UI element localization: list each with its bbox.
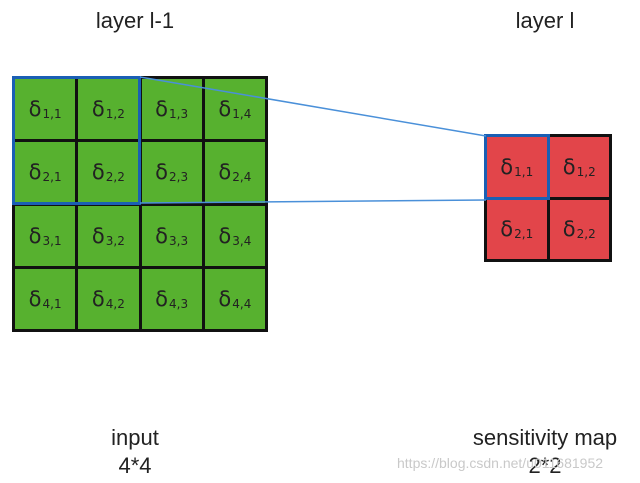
- cell-index: 2,1: [514, 227, 534, 242]
- delta-symbol: δ: [218, 97, 232, 122]
- cell-index: 4,4: [232, 296, 252, 311]
- connector-bottom-line: [139, 199, 487, 204]
- delta-symbol: δ: [500, 154, 514, 179]
- delta-symbol: δ: [155, 223, 168, 248]
- input-caption: input 4*4: [60, 424, 210, 480]
- delta-symbol: δ: [28, 160, 42, 185]
- delta-symbol: δ: [91, 160, 105, 185]
- cell-index: 4,1: [42, 296, 62, 311]
- cell-index: 3,3: [169, 233, 189, 248]
- cell-index: 3,1: [42, 233, 62, 248]
- cell-index: 1,2: [105, 107, 125, 122]
- cell-index: 2,1: [42, 170, 62, 185]
- cell-index: 2,3: [169, 170, 189, 185]
- left-layer-title: layer l-1: [95, 8, 175, 33]
- delta-symbol: δ: [500, 217, 514, 242]
- cell-index: 2,2: [576, 227, 596, 242]
- delta-symbol: δ: [218, 160, 232, 185]
- cell-index: 4,3: [169, 296, 189, 311]
- delta-symbol: δ: [155, 286, 168, 311]
- delta-symbol: δ: [155, 160, 168, 185]
- delta-symbol: δ: [91, 223, 105, 248]
- input-caption-line2: 4*4: [118, 453, 152, 478]
- cell-index: 2,4: [232, 170, 252, 185]
- cell-index: 3,2: [105, 233, 125, 248]
- cell-index: 1,1: [42, 107, 62, 122]
- sensitivity-map-caption: sensitivity map 2*2: [450, 424, 640, 480]
- delta-symbol: δ: [562, 154, 576, 179]
- delta-symbol: δ: [28, 223, 42, 248]
- cell-index: 3,4: [232, 233, 252, 248]
- cell-index: 2,2: [105, 170, 125, 185]
- input-caption-line1: input: [111, 425, 159, 450]
- delta-symbol: δ: [562, 217, 576, 242]
- delta-symbol: δ: [155, 97, 168, 122]
- map-caption-line2: 2*2: [528, 453, 562, 478]
- input-receptive-field-highlight: [12, 76, 141, 205]
- cell-index: 4,2: [105, 296, 125, 311]
- map-caption-line1: sensitivity map: [472, 425, 618, 450]
- delta-symbol: δ: [91, 286, 105, 311]
- watermark: https://blog.csdn.net/u011681952: [397, 455, 604, 471]
- cell-index: 1,3: [169, 107, 189, 122]
- cell-index: 1,2: [576, 164, 596, 179]
- cell-index: 1,1: [514, 164, 534, 179]
- delta-symbol: δ: [218, 286, 232, 311]
- delta-symbol: δ: [28, 97, 42, 122]
- right-layer-title: layer l: [515, 8, 575, 33]
- delta-symbol: δ: [28, 286, 42, 311]
- cell-index: 1,4: [232, 107, 252, 122]
- delta-symbol: δ: [91, 97, 105, 122]
- output-cell-highlight: [484, 134, 550, 200]
- connector-top-line: [139, 76, 487, 137]
- delta-symbol: δ: [218, 223, 232, 248]
